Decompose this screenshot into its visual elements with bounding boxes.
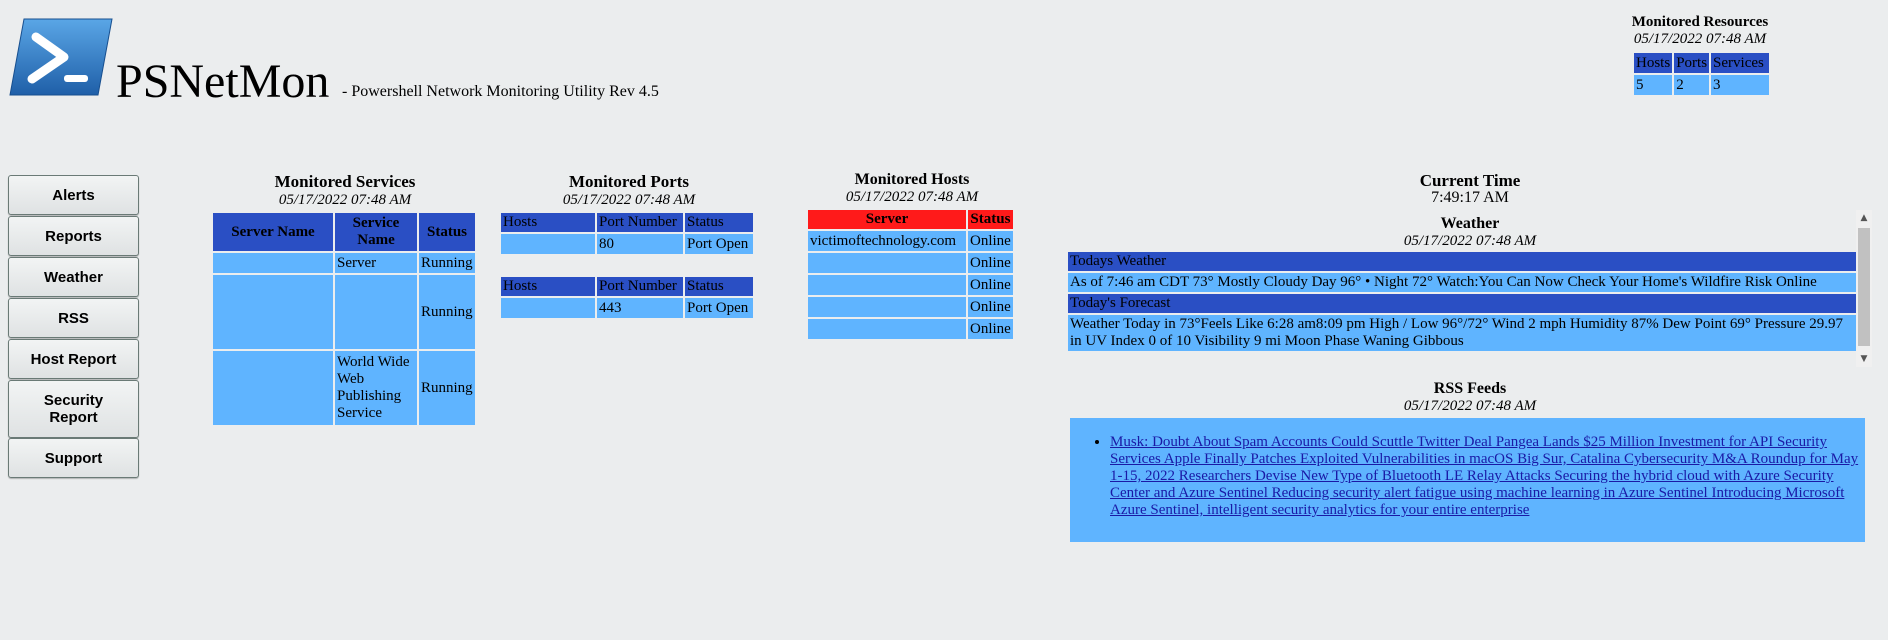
nav-support-button[interactable]: Support [8, 438, 139, 478]
rss-panel: Musk: Doubt About Spam Accounts Could Sc… [1070, 418, 1865, 542]
hosts-cell-status: Online [968, 319, 1013, 339]
hosts-header-status: Status [968, 210, 1013, 229]
weather-today-label: Todays Weather [1068, 252, 1858, 271]
powershell-logo-icon [8, 17, 114, 97]
services-cell-service: World Wide Web Publishing Service [335, 351, 417, 425]
nav-security-report-button[interactable]: Security Report [8, 380, 139, 438]
ports-cell-status: Port Open [685, 298, 753, 318]
weather-date: 05/17/2022 07:48 AM [1403, 233, 1537, 249]
services-cell-service [335, 275, 417, 349]
weather-panel[interactable]: Todays Weather As of 7:46 am CDT 73° Mos… [1068, 252, 1858, 367]
ports-table-2: Hosts Port Number Status 443 Port Open [499, 275, 755, 320]
services-cell-status: Running [419, 351, 475, 425]
ports-header-port: Port Number [597, 213, 683, 232]
weather-today-text: As of 7:46 am CDT 73° Mostly Cloudy Day … [1068, 273, 1858, 292]
weather-scrollbar[interactable]: ▲ ▼ [1856, 210, 1872, 367]
table-row: Online [808, 275, 1013, 295]
resources-value-services: 3 [1711, 75, 1770, 95]
ports-table-1: Hosts Port Number Status 80 Port Open [499, 211, 755, 256]
hosts-title: Monitored Hosts [854, 171, 970, 188]
resources-date: 05/17/2022 07:48 AM [1633, 31, 1767, 47]
ports-cell-host [501, 234, 595, 254]
scroll-down-icon[interactable]: ▼ [1860, 354, 1868, 364]
nav-rss-button[interactable]: RSS [8, 298, 139, 338]
table-row: victimoftechnology.com Online [808, 231, 1013, 251]
hosts-cell-status: Online [968, 253, 1013, 273]
app-title: PSNetMon [116, 55, 330, 108]
ports-date: 05/17/2022 07:48 AM [562, 192, 696, 208]
ports-header-status: Status [685, 277, 753, 296]
services-cell-server [213, 275, 333, 349]
hosts-cell-status: Online [968, 231, 1013, 251]
table-row: Running [213, 275, 475, 349]
rss-title: RSS Feeds [1433, 380, 1507, 397]
ports-cell-port: 443 [597, 298, 683, 318]
services-header-status: Status [419, 213, 475, 251]
hosts-cell-server [808, 319, 966, 339]
services-cell-status: Running [419, 253, 475, 273]
resources-header-services: Services [1711, 53, 1770, 73]
nav-reports-button[interactable]: Reports [8, 216, 139, 256]
scrollbar-thumb[interactable] [1858, 228, 1870, 346]
weather-forecast-label: Today's Forecast [1068, 294, 1858, 313]
table-row: 80 Port Open [501, 234, 753, 254]
hosts-cell-status: Online [968, 275, 1013, 295]
services-cell-server [213, 351, 333, 425]
ports-header-hosts: Hosts [501, 277, 595, 296]
services-header-service: Service Name [335, 213, 417, 251]
weather-forecast-text: Weather Today in 73°Feels Like 6:28 am8:… [1068, 315, 1858, 351]
current-time-value: 7:49:17 AM [1431, 189, 1509, 206]
resources-table: Hosts Ports Services 5 2 3 [1632, 51, 1771, 97]
services-date: 05/17/2022 07:48 AM [278, 192, 412, 208]
services-cell-service: Server [335, 253, 417, 273]
services-header-server: Server Name [213, 213, 333, 251]
hosts-cell-server [808, 253, 966, 273]
hosts-cell-server: victimoftechnology.com [808, 231, 966, 251]
table-row: Online [808, 319, 1013, 339]
rss-feed-link[interactable]: Musk: Doubt About Spam Accounts Could Sc… [1110, 434, 1859, 518]
hosts-cell-server [808, 275, 966, 295]
resources-header-hosts: Hosts [1634, 53, 1673, 73]
resources-title: Monitored Resources [1631, 14, 1769, 30]
ports-title: Monitored Ports [568, 172, 690, 191]
table-row: Server Running [213, 253, 475, 273]
services-cell-server [213, 253, 333, 273]
table-row: World Wide Web Publishing Service Runnin… [213, 351, 475, 425]
list-item: Musk: Doubt About Spam Accounts Could Sc… [1110, 434, 1865, 519]
hosts-cell-status: Online [968, 297, 1013, 317]
current-time-title: Current Time [1419, 171, 1521, 190]
hosts-table: Server Status victimoftechnology.com Onl… [806, 208, 1015, 341]
ports-header-hosts: Hosts [501, 213, 595, 232]
hosts-cell-server [808, 297, 966, 317]
nav-security-report-label: Security Report [43, 392, 104, 426]
services-table: Server Name Service Name Status Server R… [211, 211, 477, 427]
hosts-header-server: Server [808, 210, 966, 229]
ports-header-port: Port Number [597, 277, 683, 296]
resources-header-ports: Ports [1674, 53, 1710, 73]
table-row: 443 Port Open [501, 298, 753, 318]
nav-host-report-button[interactable]: Host Report [8, 339, 139, 379]
services-title: Monitored Services [274, 172, 416, 191]
ports-header-status: Status [685, 213, 753, 232]
app-tagline: - Powershell Network Monitoring Utility … [342, 83, 659, 100]
nav-alerts-button[interactable]: Alerts [8, 175, 139, 215]
hosts-date: 05/17/2022 07:48 AM [845, 189, 979, 205]
ports-cell-port: 80 [597, 234, 683, 254]
table-row: Online [808, 253, 1013, 273]
rss-date: 05/17/2022 07:48 AM [1403, 398, 1537, 414]
rss-list: Musk: Doubt About Spam Accounts Could Sc… [1070, 434, 1865, 519]
nav-weather-button[interactable]: Weather [8, 257, 139, 297]
resources-value-ports: 2 [1674, 75, 1710, 95]
services-cell-status: Running [419, 275, 475, 349]
ports-cell-host [501, 298, 595, 318]
resources-value-hosts: 5 [1634, 75, 1673, 95]
weather-title: Weather [1440, 215, 1500, 232]
scroll-up-icon[interactable]: ▲ [1860, 213, 1868, 223]
ports-cell-status: Port Open [685, 234, 753, 254]
table-row: Online [808, 297, 1013, 317]
